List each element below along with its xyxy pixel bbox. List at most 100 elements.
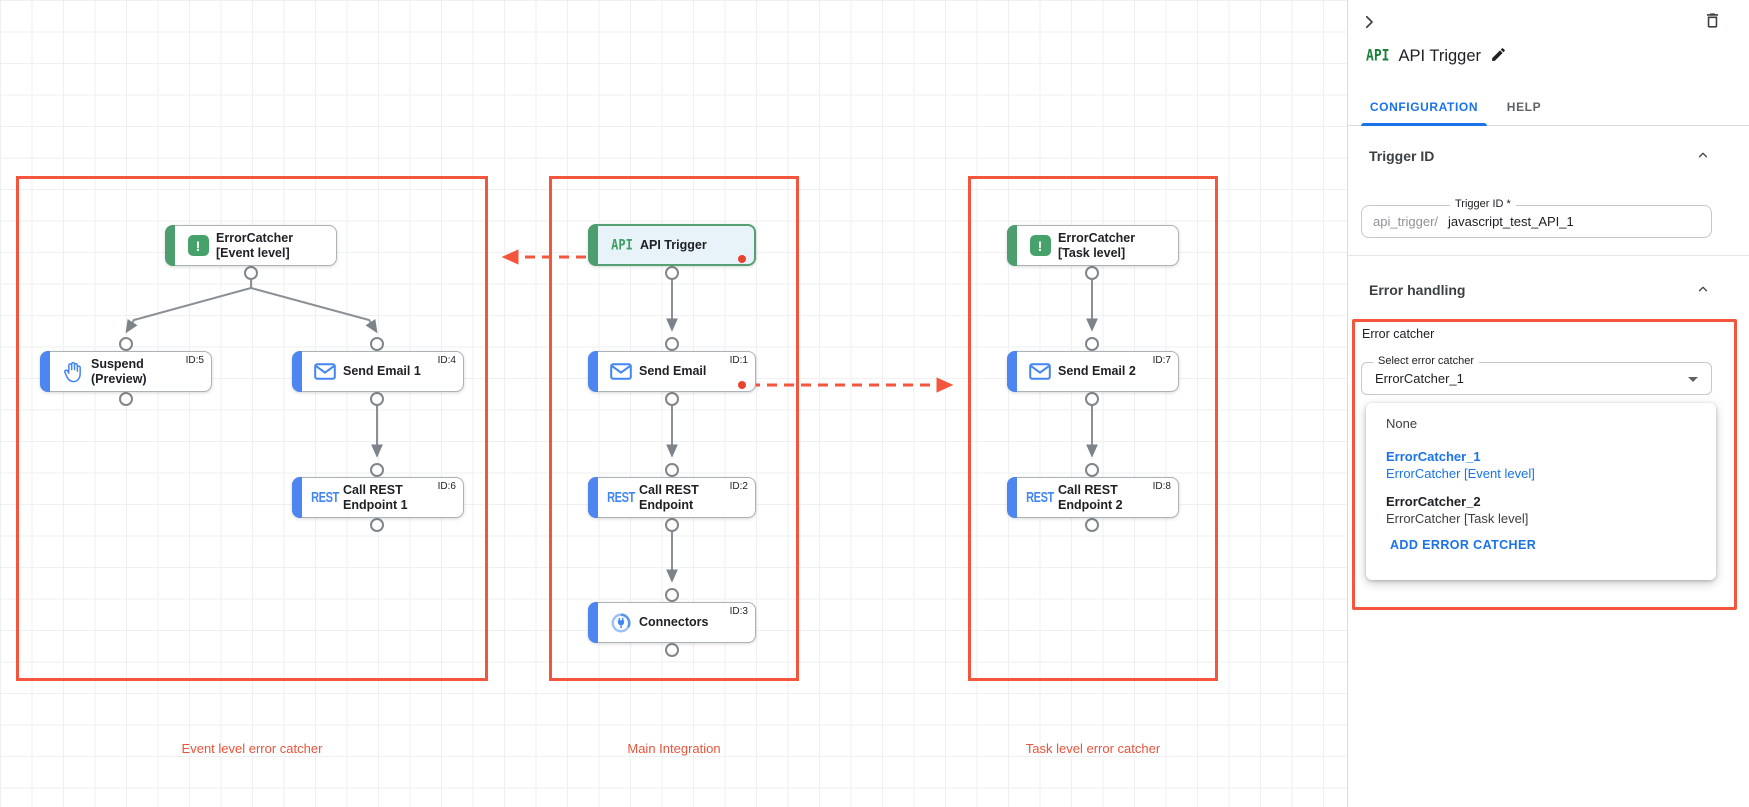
section-divider	[1348, 255, 1749, 256]
select-current-value: ErrorCatcher_1	[1375, 371, 1464, 386]
trigger-id-value[interactable]: javascript_test_API_1	[1448, 214, 1574, 229]
node-accent-tab	[1007, 225, 1017, 266]
tab-configuration[interactable]: CONFIGURATION	[1361, 88, 1487, 126]
node-label: Call REST Endpoint	[639, 482, 699, 512]
node-accent-tab	[588, 351, 598, 392]
node-call-rest-endpoint[interactable]: REST Call REST Endpoint ID:2	[588, 477, 756, 518]
node-accent-tab	[588, 224, 598, 266]
node-id-badge: ID:2	[729, 481, 748, 492]
node-error-catcher-event-level[interactable]: ! ErrorCatcher [Event level]	[165, 225, 337, 266]
collapse-trigger-id-section[interactable]	[1696, 148, 1710, 165]
node-label: Send Email 2	[1058, 364, 1136, 378]
main-integration-group-box	[549, 176, 799, 681]
node-connectors[interactable]: Connectors ID:3	[588, 602, 756, 643]
node-label: Send Email	[639, 364, 707, 378]
error-handling-section-heading: Error handling	[1369, 282, 1466, 298]
node-label: Suspend (Preview)	[91, 356, 147, 386]
email-icon	[1022, 363, 1058, 380]
option-description: ErrorCatcher [Event level]	[1386, 466, 1535, 481]
tab-help[interactable]: HELP	[1498, 88, 1550, 126]
rest-icon: REST	[1026, 489, 1054, 506]
node-accent-tab	[40, 351, 50, 392]
integration-canvas[interactable]: ! ErrorCatcher [Event level] Suspend (Pr…	[0, 0, 1347, 807]
error-catcher-icon: !	[180, 235, 216, 256]
panel-tabs: CONFIGURATION HELP	[1348, 88, 1749, 126]
node-accent-tab	[588, 602, 598, 643]
delete-trigger-button[interactable]	[1703, 11, 1722, 33]
chevron-up-icon	[1696, 284, 1710, 299]
chevron-up-icon	[1696, 150, 1710, 165]
rest-icon: REST	[607, 489, 635, 506]
node-id-badge: ID:8	[1152, 481, 1171, 492]
node-call-rest-endpoint-1[interactable]: REST Call REST Endpoint 1 ID:6	[292, 477, 464, 518]
error-catcher-icon: !	[1022, 235, 1058, 256]
trigger-id-field[interactable]: Trigger ID * api_trigger/ javascript_tes…	[1361, 198, 1712, 238]
panel-title: API Trigger	[1398, 46, 1482, 65]
node-label: API Trigger	[640, 237, 707, 252]
trigger-id-section-heading: Trigger ID	[1369, 148, 1435, 164]
node-accent-tab	[292, 351, 302, 392]
collapse-error-handling-section[interactable]	[1696, 282, 1710, 299]
node-id-badge: ID:1	[729, 355, 748, 366]
node-send-email[interactable]: Send Email ID:1	[588, 351, 756, 392]
node-accent-tab	[1007, 477, 1017, 518]
error-catcher-dropdown-menu: None ErrorCatcher_1 ErrorCatcher [Event …	[1366, 403, 1716, 580]
active-tab-underline	[1361, 123, 1487, 126]
node-label: Send Email 1	[343, 364, 421, 378]
node-label: Call REST Endpoint 1	[343, 482, 408, 512]
event-error-catcher-group-box	[16, 176, 488, 681]
api-trigger-icon: API	[1366, 47, 1390, 65]
error-catcher-label: Error catcher	[1362, 327, 1435, 341]
node-suspend[interactable]: Suspend (Preview) ID:5	[40, 351, 212, 392]
main-group-caption: Main Integration	[627, 741, 721, 756]
node-accent-tab	[1007, 351, 1017, 392]
option-name: ErrorCatcher_1	[1386, 449, 1481, 464]
connectors-icon	[603, 612, 639, 634]
event-group-caption: Event level error catcher	[181, 741, 323, 756]
trigger-id-field-label: Trigger ID *	[1450, 198, 1516, 210]
node-error-catcher-task-level[interactable]: ! ErrorCatcher [Task level]	[1007, 225, 1179, 266]
add-error-catcher-button[interactable]: ADD ERROR CATCHER	[1366, 538, 1716, 552]
rest-icon: REST	[311, 489, 339, 506]
node-id-badge: ID:5	[185, 355, 204, 366]
select-floating-label: Select error catcher	[1373, 355, 1479, 367]
dropdown-caret-icon	[1688, 377, 1698, 382]
option-description: ErrorCatcher [Task level]	[1386, 511, 1529, 526]
node-send-email-2[interactable]: Send Email 2 ID:7	[1007, 351, 1179, 392]
error-dot-send-email	[738, 381, 746, 389]
node-accent-tab	[165, 225, 175, 266]
node-accent-tab	[588, 477, 598, 518]
node-id-badge: ID:6	[437, 481, 456, 492]
email-icon	[603, 363, 639, 380]
node-send-email-1[interactable]: Send Email 1 ID:4	[292, 351, 464, 392]
option-name: ErrorCatcher_2	[1386, 494, 1481, 509]
error-catcher-select[interactable]: Select error catcher ErrorCatcher_1	[1361, 355, 1712, 395]
node-label: Call REST Endpoint 2	[1058, 482, 1123, 512]
option-error-catcher-1[interactable]: ErrorCatcher_1 ErrorCatcher [Event level…	[1366, 448, 1716, 482]
error-dot-api-trigger	[738, 255, 746, 263]
node-call-rest-endpoint-2[interactable]: REST Call REST Endpoint 2 ID:8	[1007, 477, 1179, 518]
chevron-right-icon	[1360, 15, 1378, 34]
connector-wires	[119, 249, 1099, 657]
config-side-panel: API API Trigger CONFIGURATION HELP Trigg…	[1347, 0, 1749, 807]
task-group-caption: Task level error catcher	[1025, 741, 1161, 756]
edit-title-button[interactable]	[1490, 46, 1507, 66]
api-icon: API	[611, 236, 633, 254]
pencil-icon	[1490, 48, 1507, 66]
node-label: ErrorCatcher [Event level]	[216, 230, 294, 260]
node-id-badge: ID:7	[1152, 355, 1171, 366]
hand-suspend-icon	[55, 361, 91, 383]
node-api-trigger[interactable]: API API Trigger	[588, 224, 756, 266]
node-accent-tab	[292, 477, 302, 518]
email-icon	[307, 363, 343, 380]
node-id-badge: ID:4	[437, 355, 456, 366]
option-error-catcher-2[interactable]: ErrorCatcher_2 ErrorCatcher [Task level]	[1366, 493, 1716, 527]
node-label: Connectors	[639, 615, 709, 629]
trigger-id-prefix: api_trigger/	[1373, 214, 1439, 229]
collapse-panel-button[interactable]	[1360, 13, 1378, 34]
node-label: ErrorCatcher [Task level]	[1058, 230, 1136, 260]
option-none[interactable]: None	[1366, 416, 1716, 431]
node-id-badge: ID:3	[729, 606, 748, 617]
error-catcher-highlight-frame	[1352, 319, 1737, 610]
